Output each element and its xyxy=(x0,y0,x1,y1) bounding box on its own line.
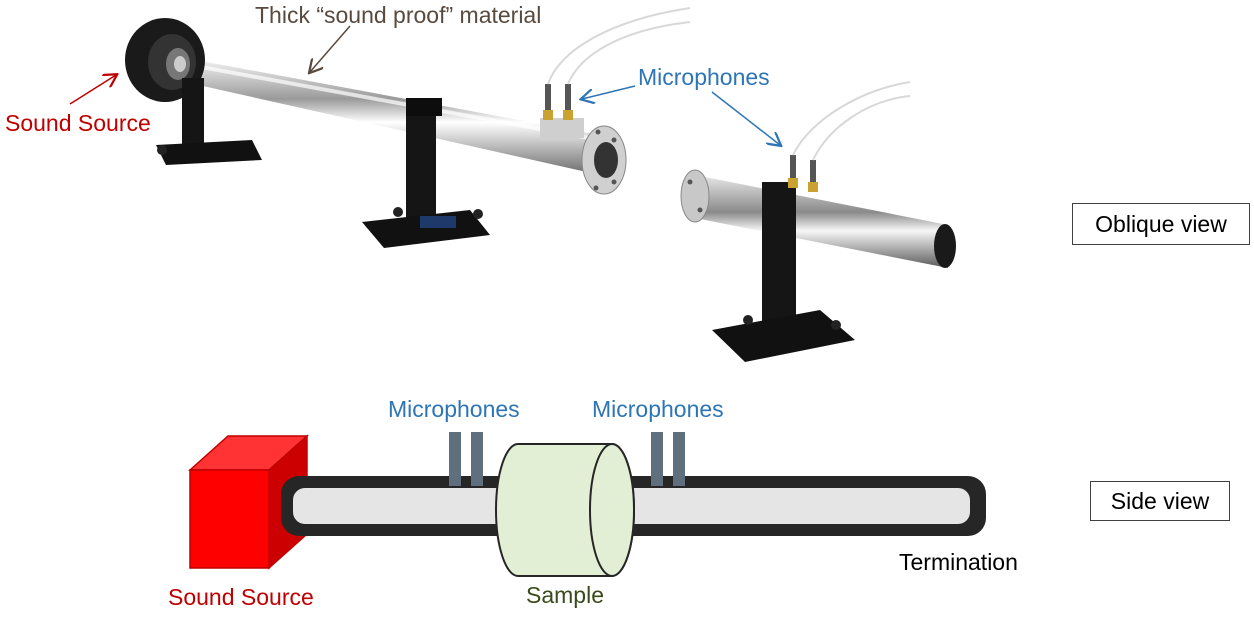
microphones-label-left: Microphones xyxy=(388,396,520,422)
tube-right xyxy=(600,476,986,536)
short-tube xyxy=(680,169,956,268)
termination-label: Termination xyxy=(899,549,1018,575)
stand-left xyxy=(156,78,262,165)
oblique-illustration xyxy=(69,7,956,362)
flange-left xyxy=(581,125,627,195)
source-arrow xyxy=(69,75,116,105)
microphones-arrow-right xyxy=(711,91,780,145)
sound-source-label-oblique: Sound Source xyxy=(5,110,151,136)
side-schematic xyxy=(188,432,986,577)
oblique-view-box: Oblique view xyxy=(1072,203,1250,245)
microphones-arrow-left xyxy=(582,85,636,99)
mic-right-2 xyxy=(673,432,685,486)
tube-left xyxy=(281,476,523,536)
stand-right xyxy=(712,182,855,362)
microphones-label-oblique: Microphones xyxy=(638,64,770,90)
material-arrow xyxy=(310,25,351,72)
side-view-label: Side view xyxy=(1110,487,1210,514)
sound-source-label-side: Sound Source xyxy=(168,584,314,610)
mic-right-1 xyxy=(651,432,663,486)
side-view-box: Side view xyxy=(1090,481,1230,521)
oblique-view-label: Oblique view xyxy=(1095,210,1227,237)
microphone-ports-left xyxy=(540,7,691,138)
stand-middle xyxy=(362,98,490,248)
microphones-label-right: Microphones xyxy=(592,396,724,422)
long-tube xyxy=(185,58,600,175)
sample-label: Sample xyxy=(526,582,604,608)
mic-left-1 xyxy=(449,432,461,486)
mic-left-2 xyxy=(471,432,483,486)
sample-cylinder xyxy=(495,443,635,577)
microphone-ports-right xyxy=(788,81,911,192)
material-label: Thick “sound proof” material xyxy=(255,2,542,28)
